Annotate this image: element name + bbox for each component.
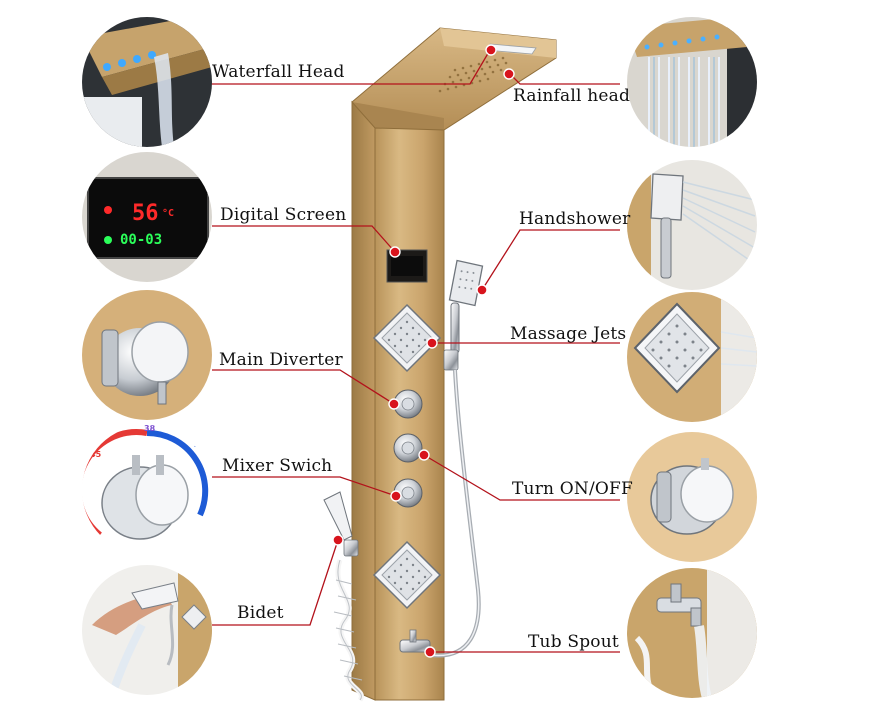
- panel-massage-jet-top: [372, 303, 442, 373]
- label-mixer-switch: Mixer Swich: [222, 456, 333, 476]
- screen-unit: °C: [162, 208, 174, 219]
- panel-knob-onoff: [393, 433, 423, 463]
- panel-tub-spout: [399, 629, 431, 653]
- massage-jets-detail-image: [627, 292, 757, 422]
- shower-head-top: [351, 27, 557, 131]
- waterfall-detail-image: [82, 17, 212, 147]
- panel-massage-jet-bottom: [372, 540, 442, 610]
- label-turn-on-off: Turn ON/OFF: [512, 479, 634, 499]
- panel-bidet-sprayer: [323, 491, 364, 702]
- onoff-detail-image: [627, 432, 757, 562]
- digital-screen-detail-image: 56 °C 00-03: [82, 152, 212, 282]
- panel-knob-diverter: [393, 389, 423, 419]
- mixer-detail-image: 45 38 35: [82, 425, 212, 555]
- diverter-detail-image: [82, 290, 212, 420]
- label-waterfall-head: Waterfall Head: [212, 62, 345, 82]
- label-tub-spout: Tub Spout: [528, 632, 619, 652]
- label-massage-jets: Massage Jets: [510, 324, 627, 344]
- callout-lines: [210, 49, 620, 653]
- dial-mark-38: 38: [144, 425, 156, 433]
- label-main-diverter: Main Diverter: [219, 350, 343, 370]
- label-bidet: Bidet: [237, 603, 284, 623]
- handshower-detail-image: [627, 160, 757, 290]
- label-handshower: Handshower: [519, 209, 631, 229]
- label-digital-screen: Digital Screen: [220, 205, 347, 225]
- tub-spout-detail-image: [627, 568, 757, 698]
- screen-temperature: 56: [132, 201, 159, 226]
- bidet-detail-image: [82, 565, 212, 695]
- panel-handshower: [429, 259, 484, 658]
- screen-time: 00-03: [120, 232, 162, 248]
- rainfall-detail-image: [627, 17, 757, 147]
- dial-mark-45: 45: [90, 450, 102, 459]
- label-rainfall-head: Rainfall head: [513, 86, 631, 106]
- callout-dots: [332, 44, 515, 658]
